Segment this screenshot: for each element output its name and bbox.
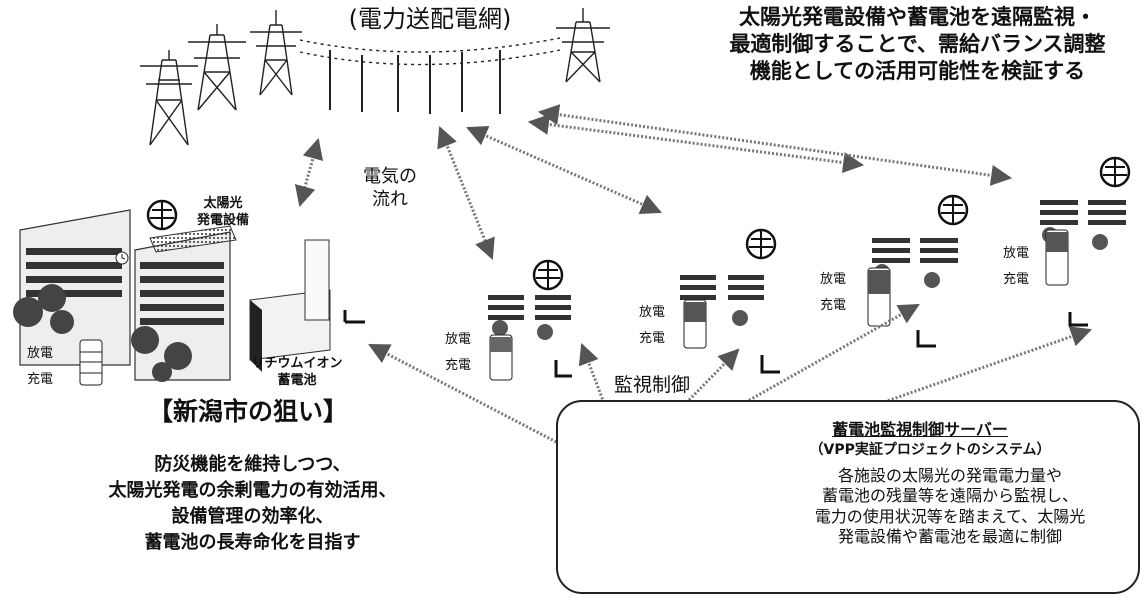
headline: 太陽光発電設備や蓄電池を遠隔監視・ 最適制御することで、需給バランス調整 機能と… (729, 5, 1106, 83)
discharge-label: 放電 (819, 272, 846, 287)
charge-label: 充電 (638, 331, 665, 346)
solar-equipment-label: 太陽光 発電設備 (196, 196, 249, 228)
server-panel (556, 400, 1140, 594)
server-title: 蓄電池監視制御サーバー (832, 420, 1008, 439)
tower-icon (140, 50, 198, 146)
shelter-icon (937, 194, 969, 226)
battery-icon (79, 339, 103, 386)
clock-icon (115, 251, 129, 265)
shelter-icon (532, 259, 564, 291)
tower-icon (556, 8, 610, 83)
discharge-label: 放電 (638, 305, 665, 320)
charge-label: 充電 (1002, 272, 1029, 287)
shelter-icon (146, 199, 178, 231)
tower-icon (188, 24, 246, 111)
server-description: 各施設の太陽光の発電電力量や 蓄電池の残量等を遠隔から監視し、 電力の使用状況等… (814, 466, 1086, 547)
charge-label: 充電 (444, 358, 471, 373)
electricity-flow-label: 電気の 流れ (363, 166, 417, 211)
grid-title: (電力送配電網) (348, 5, 512, 33)
facility-1 (488, 295, 572, 381)
shelter-icon (745, 228, 777, 260)
transmission-towers (140, 8, 610, 146)
lithium-battery-label: リチウムイオン 蓄電池 (251, 356, 343, 388)
distribution-poles (329, 50, 501, 114)
discharge-label: 放電 (26, 346, 53, 361)
facility-4 (1040, 200, 1126, 327)
trees (13, 284, 192, 382)
solar-panel (149, 225, 237, 253)
shelter-icon (1099, 156, 1131, 188)
city-facility (13, 209, 365, 386)
discharge-label: 放電 (1002, 246, 1029, 261)
discharge-label: 放電 (444, 332, 471, 347)
facility-3 (867, 238, 958, 348)
battery-tower (304, 239, 330, 321)
tower-icon (250, 10, 302, 96)
monitoring-control-label: 監視制御 (613, 374, 690, 396)
charge-label: 充電 (26, 372, 53, 387)
niigata-aims: 防災機能を維持しつつ、 太陽光発電の余剰電力の有効活用、 設備管理の効率化、 蓄… (108, 454, 397, 554)
niigata-title: 【新潟市の狙い】 (147, 397, 348, 426)
charge-label: 充電 (819, 298, 846, 313)
facility-2 (680, 275, 780, 374)
server-subtitle: （VPP実証プロジェクトのシステム） (809, 442, 1051, 458)
